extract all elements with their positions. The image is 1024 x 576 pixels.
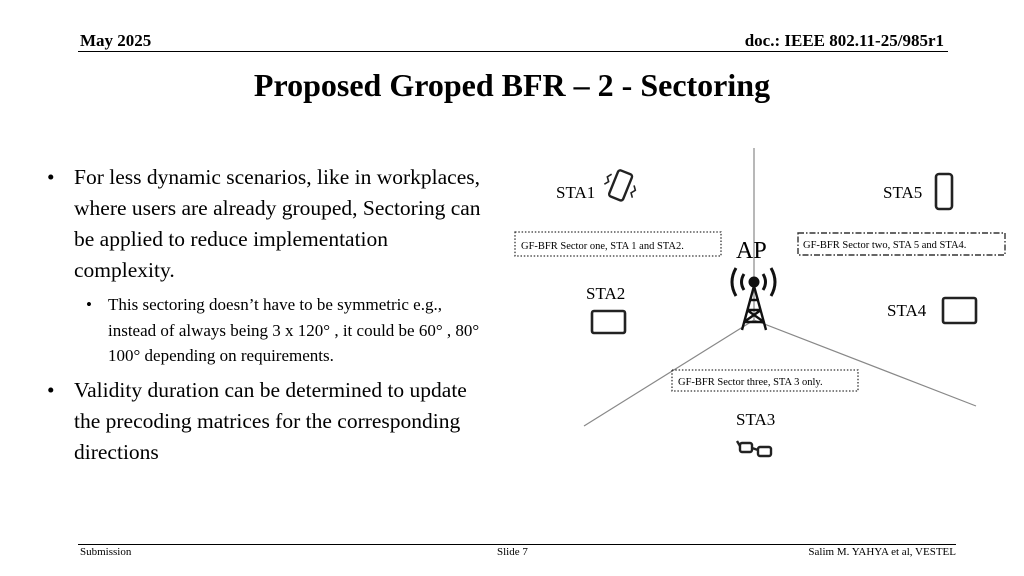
vr-glasses-icon bbox=[735, 440, 773, 458]
bullet-text: For less dynamic scenarios, like in work… bbox=[74, 165, 481, 282]
bullet-dot-icon: • bbox=[86, 295, 92, 314]
bullet-dot-icon: • bbox=[47, 165, 55, 189]
sectoring-diagram: STA1 STA5 GF-BFR Sector one, STA 1 and S… bbox=[514, 148, 1006, 458]
header-divider bbox=[78, 51, 948, 52]
footer-divider bbox=[78, 544, 956, 545]
footer-submission: Submission bbox=[80, 546, 132, 558]
bullet-item: • For less dynamic scenarios, like in wo… bbox=[44, 162, 494, 286]
sta1-label: STA1 bbox=[556, 183, 595, 202]
sub-bullet-item: • This sectoring doesn’t have to be symm… bbox=[44, 292, 494, 369]
sta2-label: STA2 bbox=[586, 284, 625, 303]
sub-bullet-text: This sectoring doesn’t have to be symmet… bbox=[108, 295, 480, 365]
sta4-label: STA4 bbox=[887, 301, 927, 320]
bullet-text: Validity duration can be determined to u… bbox=[74, 377, 467, 464]
ap-label: AP bbox=[736, 238, 767, 264]
sector-one-label: GF-BFR Sector one, STA 1 and STA2. bbox=[521, 241, 684, 252]
sector-two-label: GF-BFR Sector two, STA 5 and STA4. bbox=[803, 240, 966, 251]
bullet-list: • For less dynamic scenarios, like in wo… bbox=[44, 162, 494, 468]
tablet-icon bbox=[941, 296, 978, 325]
bullet-dot-icon: • bbox=[47, 377, 55, 402]
footer-author: Salim M. YAHYA et al, VESTEL bbox=[808, 546, 956, 558]
sector-three-box bbox=[671, 369, 859, 392]
header-date: May 2025 bbox=[80, 31, 152, 50]
sector-line-right bbox=[753, 319, 977, 407]
sector-two-box bbox=[797, 232, 1006, 256]
sector-one-box bbox=[514, 231, 722, 257]
slide-title: Proposed Groped BFR – 2 - Sectoring bbox=[253, 67, 771, 103]
antenna-tower-icon bbox=[730, 267, 777, 331]
bullet-item: • Validity duration can be determined to… bbox=[44, 375, 494, 468]
sector-three-label: GF-BFR Sector three, STA 3 only. bbox=[678, 377, 823, 388]
smartphone-icon bbox=[934, 172, 954, 211]
sta5-label: STA5 bbox=[883, 183, 922, 202]
header-doc-id: doc.: IEEE 802.11-25/985r1 bbox=[744, 31, 944, 50]
footer-slide-number: Slide 7 bbox=[497, 546, 528, 558]
sector-line-left bbox=[583, 319, 755, 427]
sta3-label: STA3 bbox=[736, 410, 775, 429]
smartphone-vibrating-icon bbox=[603, 169, 637, 202]
tablet-icon bbox=[590, 309, 627, 335]
